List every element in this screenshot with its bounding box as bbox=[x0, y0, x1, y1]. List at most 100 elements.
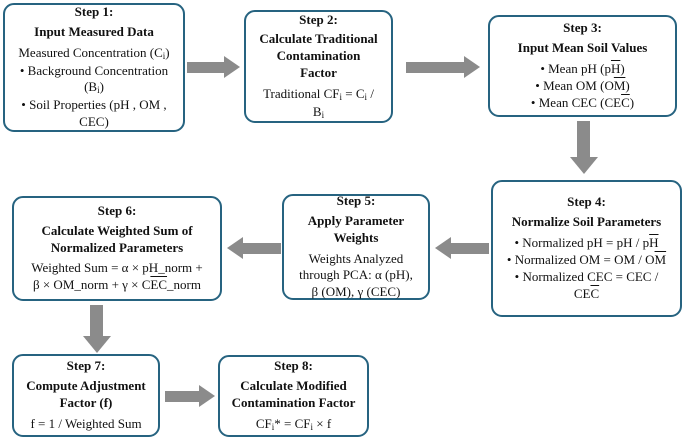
box-title-line: Weights bbox=[333, 229, 379, 245]
text-segment: i bbox=[321, 109, 325, 120]
box-title-line: Compute Adjustment bbox=[26, 378, 146, 394]
bullet-dot: • bbox=[514, 268, 523, 284]
box-title-line: Normalized Parameters bbox=[50, 239, 184, 255]
box-title-line: Calculate Weighted Sum of bbox=[41, 222, 193, 238]
text-line: through PCA: α (pH), bbox=[299, 267, 413, 284]
text-segment: Mean OM (O bbox=[543, 77, 614, 93]
bullet-line: • Normalized CEC = CEC / bbox=[507, 269, 666, 286]
box-title-line: Input Measured Data bbox=[34, 23, 154, 39]
arrow-step5-to-step6 bbox=[227, 237, 281, 259]
text-segment: β (OM), γ (CEC) bbox=[311, 284, 401, 300]
step-label: Step 4: bbox=[567, 194, 606, 210]
step-label: Step 6: bbox=[97, 202, 137, 218]
bullet-dot: • bbox=[506, 252, 515, 267]
text-segment: Traditional CF bbox=[263, 86, 340, 102]
bullet-line: • Mean CEC (CEC) bbox=[531, 95, 634, 112]
text-line: Weights Analyzed bbox=[299, 251, 413, 268]
step-label: Step 3: bbox=[563, 20, 602, 36]
arrow-shaft bbox=[577, 121, 590, 157]
box-title-line: Contamination Factor bbox=[231, 395, 356, 411]
box-title-line: Factor bbox=[300, 65, 337, 81]
bullet-dot: • bbox=[540, 61, 549, 77]
text-segment: through PCA: α (pH), bbox=[299, 267, 413, 283]
text-segment: Weights Analyzed bbox=[308, 250, 404, 266]
text-segment: M bbox=[613, 77, 626, 93]
text-line: β × OM_norm + γ × CEC_norm bbox=[31, 277, 202, 294]
bullet-dot: • bbox=[19, 62, 28, 78]
text-segment: _norm bbox=[167, 277, 201, 293]
bullet-line: • Soil Properties (pH , OM , bbox=[18, 97, 169, 114]
bullet-dot: • bbox=[21, 97, 30, 113]
text-segment: = C bbox=[342, 86, 365, 102]
box-body: Weighted Sum = α × pH_norm +β × OM_norm … bbox=[31, 260, 202, 294]
text-segment: ) bbox=[625, 77, 630, 93]
box-title-line: Calculate Traditional bbox=[259, 31, 378, 47]
text-line: (Bi) bbox=[18, 79, 169, 97]
arrow-head-icon bbox=[227, 237, 243, 259]
text-segment: ) bbox=[99, 79, 104, 95]
text-segment: ) bbox=[165, 44, 170, 60]
box-body: • Mean pH (pH)• Mean OM (OM)• Mean CEC (… bbox=[531, 61, 634, 112]
box-title-line: Normalize Soil Parameters bbox=[511, 214, 662, 230]
box-body: Measured Concentration (Ci)• Background … bbox=[18, 45, 169, 131]
text-line: Bi bbox=[263, 104, 374, 122]
box-title: Input Measured Data bbox=[34, 24, 154, 41]
arrow-shaft bbox=[451, 242, 489, 254]
bullet-dot: • bbox=[535, 77, 544, 93]
text-line: Weighted Sum = α × pH_norm + bbox=[31, 260, 202, 277]
step-4-box: Step 4: Normalize Soil Parameters • Norm… bbox=[491, 180, 682, 317]
text-line: CEC bbox=[507, 286, 666, 303]
box-title-line: Contamination bbox=[276, 48, 361, 64]
arrow-step4-to-step5 bbox=[435, 237, 489, 259]
text-line: Traditional CFi = Ci / bbox=[263, 86, 374, 104]
box-body: • Normalized pH = pH / pH• Normalized OM… bbox=[507, 235, 666, 303]
text-segment: Soil Properties (pH , OM , bbox=[29, 97, 167, 113]
text-segment: f = 1 / Weighted Sum bbox=[30, 415, 142, 431]
text-segment: Measured Concentration (C bbox=[18, 44, 163, 60]
text-segment: i bbox=[97, 85, 100, 96]
text-segment: i bbox=[271, 422, 275, 432]
text-segment: ) bbox=[629, 94, 635, 110]
bullet-line: • Mean pH (pH) bbox=[531, 61, 634, 78]
box-title: Normalize Soil Parameters bbox=[512, 214, 661, 231]
box-title-line: Factor (f) bbox=[59, 395, 113, 410]
bullet-dot: • bbox=[530, 94, 539, 110]
text-segment: C bbox=[621, 94, 630, 110]
text-segment: Normalized pH = pH / p bbox=[522, 235, 650, 251]
text-segment: / bbox=[367, 86, 374, 102]
arrow-shaft bbox=[243, 242, 281, 254]
box-title-line: Apply Parameter bbox=[307, 212, 405, 228]
step-label: Step 7: bbox=[66, 358, 106, 374]
text-segment: Mean pH (p bbox=[548, 61, 611, 77]
text-segment: Normalized CEC = CEC / bbox=[522, 268, 659, 284]
box-body: f = 1 / Weighted Sum bbox=[30, 416, 141, 433]
arrow-head-icon bbox=[224, 56, 240, 78]
step-1-box: Step 1: Input Measured Data Measured Con… bbox=[3, 3, 185, 132]
text-segment: * = CF bbox=[274, 416, 311, 431]
arrow-shaft bbox=[165, 390, 199, 402]
bullet-line: • Normalized pH = pH / pH bbox=[507, 235, 666, 252]
arrow-step2-to-step3 bbox=[406, 56, 480, 78]
text-line: f = 1 / Weighted Sum bbox=[30, 416, 141, 433]
bullet-line: • Background Concentration bbox=[18, 63, 169, 80]
arrow-step3-to-step4 bbox=[569, 121, 598, 174]
text-line: CFi* = CFi × f bbox=[256, 416, 331, 434]
bullet-dot: • bbox=[514, 235, 523, 251]
box-title-line: Input Mean Soil Values bbox=[517, 40, 648, 56]
text-segment: Weighted Sum = α × pH_norm + bbox=[31, 260, 203, 276]
text-segment: M bbox=[654, 252, 667, 267]
text-segment: CF bbox=[255, 416, 272, 431]
text-segment: H bbox=[649, 235, 659, 251]
arrow-shaft bbox=[90, 305, 103, 336]
text-segment: (B bbox=[84, 79, 98, 95]
text-segment: i bbox=[339, 92, 343, 103]
box-title-line: Calculate Modified bbox=[240, 378, 347, 394]
